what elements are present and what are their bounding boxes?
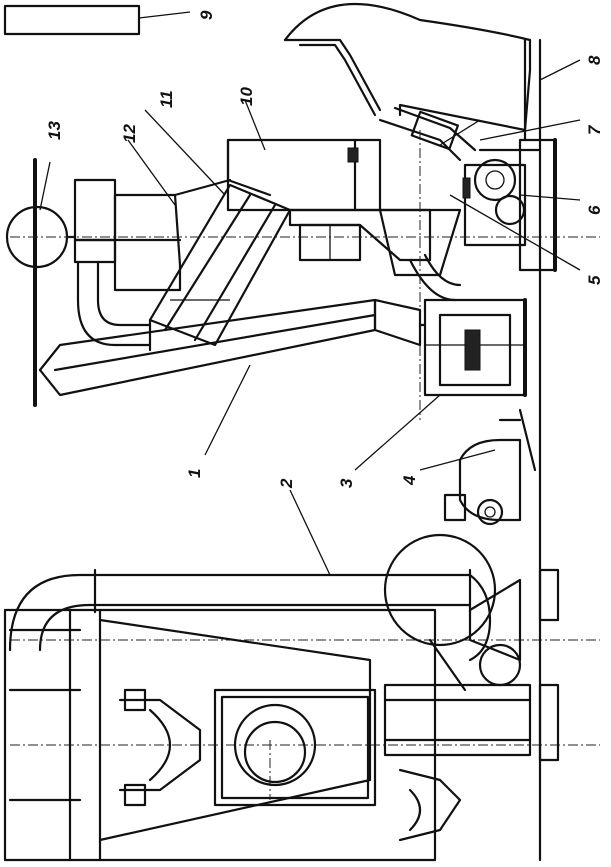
centerlines: [10, 130, 600, 800]
part-8-cover: [283, 2, 557, 272]
part-9-frame: [3, 4, 141, 36]
part-3-blower: [418, 298, 527, 397]
leader-lines: [39, 11, 581, 576]
callout-10: 10: [237, 87, 256, 106]
part-7-lever-assembly: [378, 106, 481, 162]
part-11-inclined-chute: [148, 183, 292, 347]
callout-5: 5: [585, 275, 604, 285]
main-frame: [3, 608, 560, 862]
callout-8: 8: [585, 55, 604, 65]
callout-2: 2: [277, 478, 296, 489]
callout-13: 13: [45, 121, 64, 140]
callout-11: 11: [157, 90, 176, 108]
callout-12: 12: [120, 124, 139, 143]
callout-7: 7: [585, 124, 604, 135]
part-12-bin: [113, 178, 232, 292]
part-5-feeder: [288, 208, 462, 302]
large-wheel: [383, 533, 560, 662]
callout-1: 1: [185, 469, 204, 478]
part-2-main-pipe: [8, 568, 492, 662]
part-6-drive-wheel: [462, 148, 542, 247]
callout-6: 6: [585, 205, 604, 215]
u-pipe: [76, 260, 152, 352]
callout-4: 4: [400, 475, 419, 486]
callout-labels: 1 2 3 4 5 6 7 8 9 10 11 12 13: [45, 10, 604, 489]
part-1-cyclone: [38, 298, 422, 397]
callout-3: 3: [337, 478, 356, 488]
part-10-housing: [226, 138, 382, 212]
part-4-small-motor: [443, 408, 537, 526]
callout-9: 9: [197, 10, 216, 20]
